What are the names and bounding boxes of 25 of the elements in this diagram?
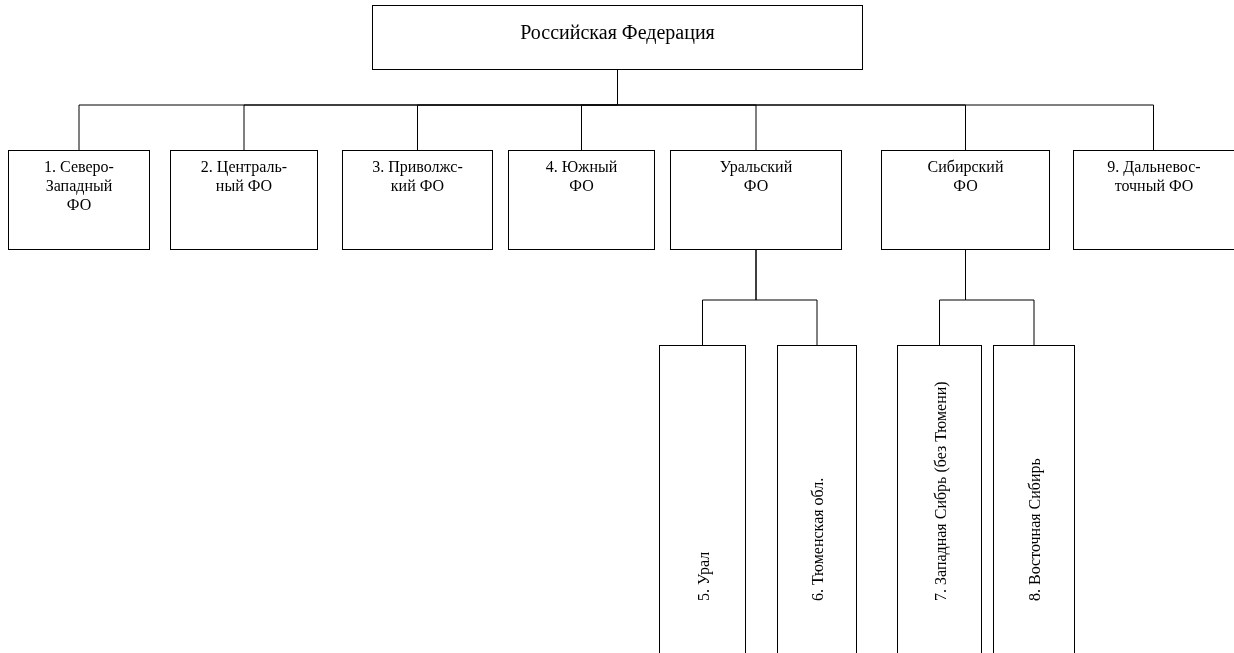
- region-box: [342, 150, 493, 250]
- region-label: Уральский ФО: [718, 157, 794, 196]
- region-box: [508, 150, 655, 250]
- vertical-label: 6. Тюменская обл.: [808, 476, 827, 601]
- connector-line: [755, 249, 818, 346]
- vertical-label: 5. Урал: [693, 550, 713, 601]
- vertical-box: [993, 345, 1075, 653]
- region-label: 1. Северо-Западный ФО: [43, 157, 115, 215]
- region-label: 3. Приволжс-кий ФО: [371, 157, 464, 196]
- vertical-label: 8. Восточная Сибирь: [1025, 457, 1045, 601]
- region-label: 9. Дальневос-точный ФО: [1106, 157, 1202, 196]
- region-label: 4. Южный ФО: [545, 157, 618, 196]
- vertical-box: [659, 345, 746, 653]
- title-label: Российская Федерация: [519, 20, 716, 44]
- region-box: [881, 150, 1050, 250]
- region-box: [170, 150, 318, 250]
- region-box: [8, 150, 150, 250]
- vertical-box: [897, 345, 982, 653]
- vertical-box: [777, 345, 857, 653]
- region-box: [670, 150, 842, 250]
- root-box: [372, 5, 863, 70]
- vertical-label: 7. Западная Сибрь (без Тюмени): [930, 380, 950, 601]
- region-label: Сибирский ФО: [926, 157, 1005, 196]
- region-box: [1073, 150, 1234, 250]
- region-label: 2. Централь-ный ФО: [199, 157, 289, 196]
